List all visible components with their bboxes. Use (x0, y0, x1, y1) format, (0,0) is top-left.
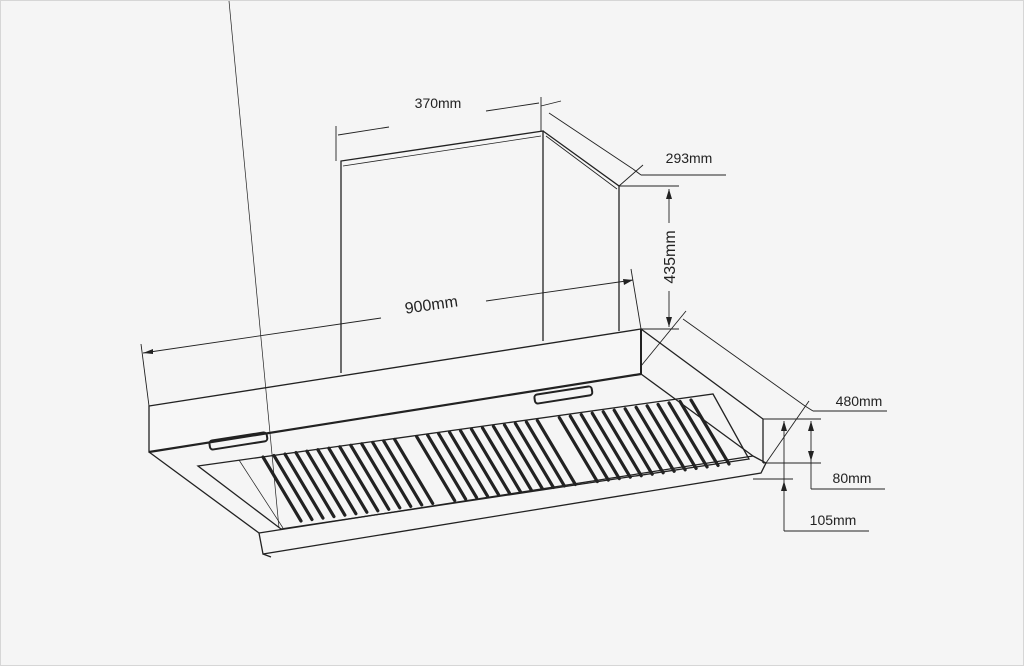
filter-slat (360, 442, 402, 510)
filter-slat (524, 420, 566, 488)
filter-slat (491, 424, 534, 492)
dim-chimney-height: 435mm (662, 230, 679, 283)
filter-slat (382, 439, 424, 507)
arrowheads (143, 189, 814, 491)
filter-slat (261, 455, 303, 523)
filter-slat (502, 423, 545, 491)
filter-slat (634, 405, 676, 473)
filter-slat (612, 408, 654, 476)
filter-slat (568, 414, 610, 482)
dimension-lines (140, 97, 887, 532)
filter-slat (535, 418, 577, 487)
dim-total-front-height: 105mm (810, 512, 857, 528)
filter-slat (601, 410, 643, 478)
filter-slat (447, 430, 490, 498)
filter-slat (645, 404, 687, 472)
filter-slat (338, 445, 380, 513)
dim-front-height: 80mm (833, 470, 872, 486)
filter-slat (415, 434, 457, 503)
filter-slat (480, 426, 523, 494)
filter-slat (316, 448, 358, 516)
filter-slat (327, 446, 369, 514)
filter-slat (579, 413, 621, 481)
filter-slat (557, 415, 599, 484)
dim-chimney-width: 370mm (415, 95, 462, 111)
vent-left (208, 431, 269, 451)
filter-slat (678, 399, 720, 468)
filter-slat (426, 433, 468, 501)
chimney (340, 130, 620, 373)
filter-slat (294, 451, 336, 519)
dim-hood-width: 900mm (404, 293, 459, 317)
filter-slat (393, 437, 435, 506)
filter-slat (469, 427, 512, 495)
hood-body (148, 1, 767, 558)
filter-slat (305, 449, 347, 517)
filter-slat (283, 452, 325, 520)
filter-slat (689, 398, 731, 466)
filter-slat (436, 432, 479, 500)
filter-slats (261, 398, 731, 523)
filter-slat (590, 411, 632, 479)
filter-slat (667, 401, 709, 469)
filter-slat (272, 453, 314, 522)
dim-hood-depth: 480mm (836, 393, 883, 409)
filter-slat (623, 407, 665, 475)
filter-slat (513, 421, 556, 489)
dim-chimney-depth: 293mm (666, 150, 713, 166)
filter-slat (458, 429, 501, 497)
filter-slat (656, 402, 698, 470)
filter-slat (349, 443, 391, 511)
filter-slat (371, 440, 413, 508)
vent-right (533, 385, 594, 405)
